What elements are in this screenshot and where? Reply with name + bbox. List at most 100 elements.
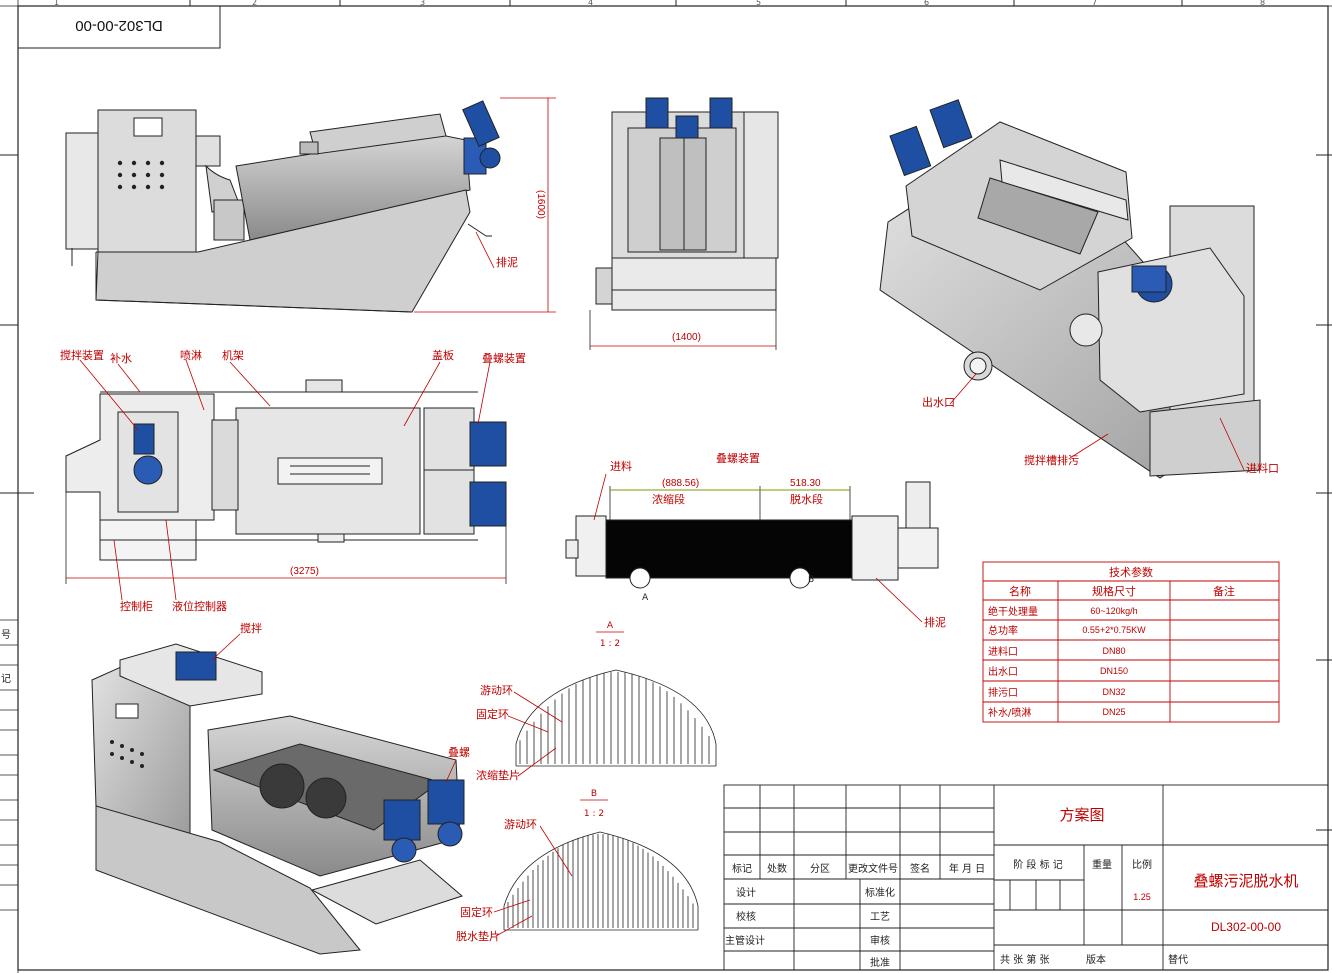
section-b-leaders [493,825,573,937]
rev-header-count: 处数 [767,862,787,875]
iso-bottom-mixer-label: 搅拌 [240,621,262,635]
rev-header-change-doc: 更改文件号 [848,862,898,875]
tb-sheets: 共 张 第 张 [1000,953,1050,966]
top-screw-label: 叠螺装置 [482,352,526,365]
zone-number-4: 4 [588,0,593,7]
zone-number-8: 8 [1260,0,1265,7]
tech-table-row: 绝干处理量 60~120kg/h [988,605,1138,618]
front-view-height-label: (1600) [535,190,546,219]
rev-header-zone: 分区 [810,863,830,875]
tech-table-header-spec: 规格尺寸 [1092,584,1136,598]
section-a-hatch [519,672,710,764]
tech-table-row: 出水口 DN150 [988,665,1128,678]
section-b-rings [503,831,699,931]
tech-table-row: 进料口 DN80 [988,645,1126,658]
top-cover-label: 盖板 [432,348,454,362]
section-a-scale: 1 : 2 [600,639,620,649]
front-view-height-dim [414,97,556,313]
tb-standardize: 标准化 [865,886,895,899]
screw-thicken-label: 浓缩段 [652,492,685,506]
tb-process: 工艺 [870,911,890,923]
section-b-gasket-label: 脱水垫片 [456,929,500,943]
drawing-number-box: DL302-00-00 [17,5,221,49]
tech-row-name: 总功率 [988,624,1018,637]
tb-scale-value: 1.25 [1133,892,1151,902]
zone-number-3: 3 [420,0,425,7]
tb-ratio: 比例 [1132,858,1152,871]
left-margin-mark-1: 号 [1,629,11,641]
side-view [589,97,779,350]
title-scheme-label: 方案图 [1059,806,1104,824]
tech-row-name: 绝干处理量 [988,605,1038,618]
tb-weight: 重量 [1092,858,1112,871]
front-view-sludge-outlet-label: 排泥 [496,255,518,269]
title-drawing-number: DL302-00-00 [1211,920,1281,934]
tb-replace: 替代 [1168,953,1188,966]
top-level-label: 液位控制器 [172,599,227,613]
screw-discharge-label: 排泥 [924,615,946,629]
tech-table-header-name: 名称 [1009,584,1031,598]
left-margin-mark-2: 记 [1,673,11,685]
drawing-number-box-text: DL302-00-00 [75,17,163,34]
section-b-title: B [591,789,597,799]
tb-chief-design: 主管设计 [725,934,765,947]
tb-check: 校核 [736,910,756,923]
top-mixer-label: 搅拌装置 [60,348,104,362]
section-a-title: A [607,621,614,631]
top-view [65,379,507,584]
tech-table-header-note: 备注 [1213,584,1235,598]
section-a-rings [515,669,717,767]
left-margin-table [0,619,18,911]
title-machine-name: 叠螺污泥脱水机 [1193,872,1298,890]
tech-table-title: 技术参数 [1109,565,1153,579]
iso-view-leaders [949,373,1245,471]
iso-water-outlet-label: 出水口 [922,395,955,409]
front-view-sludge-leader [475,231,495,269]
top-view-leaders [79,359,491,601]
screw-thicken-dim: (888.56) [662,478,699,489]
tech-row-spec: DN150 [1100,666,1128,676]
tb-approve: 批准 [870,956,890,969]
tb-stage-mark: 阶 段 标 记 [1013,858,1063,871]
screw-section-b-mark: B [808,575,814,585]
rev-header-date: 年 月 日 [949,862,985,875]
tech-row-name: 出水口 [988,665,1018,678]
tech-row-spec: 60~120kg/h [1090,606,1137,616]
iso-bottom-screw-label: 叠螺 [448,746,470,759]
tech-table-row: 补水/喷淋 DN25 [988,706,1126,719]
zone-number-1: 1 [54,0,59,7]
section-a-fixed-label: 固定环 [476,707,509,721]
tech-row-spec: 0.55+2*0.75KW [1082,625,1146,635]
screw-feed-leader [593,473,607,521]
tech-row-name: 进料口 [988,645,1018,658]
tech-row-spec: DN25 [1102,707,1125,717]
section-a-leaders [507,691,563,777]
screw-section-a-mark: A [642,593,649,603]
zone-number-7: 7 [1092,0,1097,7]
iso-bottom-mixer-leader [211,633,241,661]
tech-table-row: 排污口 DN32 [988,686,1126,699]
border-zone-numbers: 1 2 3 4 5 6 7 8 [54,0,1265,7]
iso-tank-drain-label: 搅拌槽排污 [1024,453,1079,467]
tb-review: 审核 [870,934,890,947]
iso-view [879,99,1261,479]
section-a-gasket-label: 浓缩垫片 [476,768,520,782]
tech-row-spec: DN80 [1102,646,1125,656]
top-cabinet-label: 控制柜 [120,599,153,613]
top-frame-label: 机架 [222,348,244,362]
screw-discharge-leader [875,577,923,623]
iso-bottom-view [91,643,465,955]
section-b-fixed-label: 固定环 [460,905,493,919]
screw-detail-title: 叠螺装置 [716,452,760,465]
section-b-moving-label: 游动环 [504,818,537,831]
section-b-scale: 1 : 2 [584,809,604,819]
screw-detail [565,481,939,589]
zone-number-6: 6 [924,0,929,7]
tech-row-name: 补水/喷淋 [988,706,1031,719]
section-b-hatch [507,834,694,928]
screw-dewater-label: 脱水段 [790,492,823,506]
screw-dewater-dim: 518.30 [790,478,821,489]
side-view-width-label: (1400) [672,332,701,343]
